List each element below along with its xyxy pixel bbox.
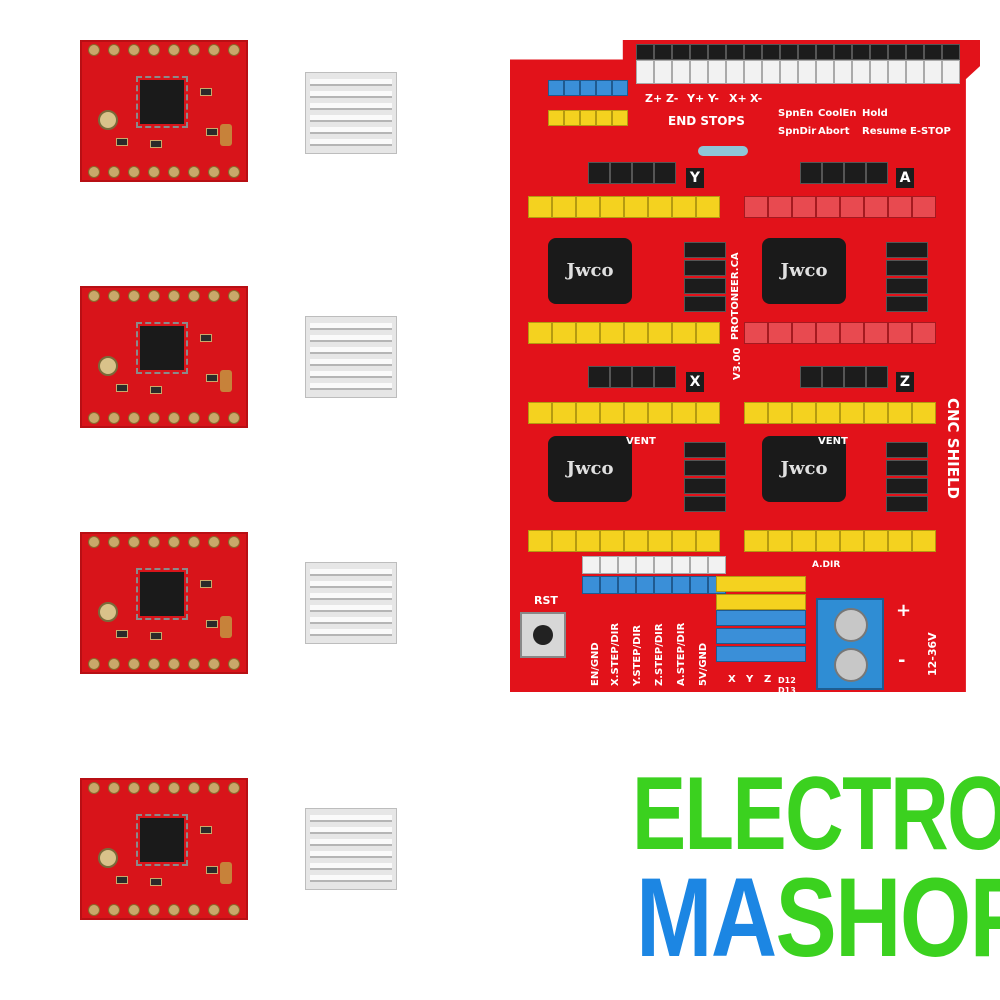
- power-voltage-label: 12-36V: [926, 632, 939, 676]
- control-pin-label: Hold: [862, 108, 888, 119]
- stepper-driver-module: [80, 778, 248, 920]
- endstop-pin-label: X-: [750, 92, 763, 105]
- motor-header-a: [886, 242, 928, 312]
- axis-label-x: X: [686, 372, 704, 392]
- maker-label: PROTONEER.CA: [730, 252, 741, 340]
- io-pin-label: EN/GND: [590, 642, 601, 686]
- potentiometer: [98, 356, 118, 376]
- driver-chip: [136, 322, 188, 374]
- driver-socket-z-bottom: [744, 530, 936, 552]
- stepper-driver-module: [80, 40, 248, 182]
- driver-socket-a-top: [744, 196, 936, 218]
- io-pin-label: Z.STEP/DIR: [654, 623, 665, 686]
- microstep-jumpers-z: [800, 366, 888, 388]
- potentiometer: [98, 110, 118, 130]
- endstops-label: END STOPS: [668, 114, 745, 128]
- io-pin-label: A.STEP/DIR: [676, 622, 687, 686]
- power-screw-terminal[interactable]: [816, 598, 884, 690]
- endstop-pin-label: Y+: [687, 92, 705, 105]
- microstep-jumpers-x: [588, 366, 676, 388]
- axis-select-label: Y: [746, 674, 754, 685]
- capacitor-vent-label: VENT: [818, 436, 848, 447]
- io-header-blue: [582, 576, 726, 594]
- driver-chip: [136, 814, 188, 866]
- control-pin-label: E-STOP: [910, 126, 951, 137]
- logo-electro: ELECTRO: [632, 756, 1000, 872]
- driver-socket-a-bottom: [744, 322, 936, 344]
- axis-select-label: D13: [778, 686, 796, 695]
- heatsink: [305, 562, 397, 644]
- driver-socket-y-bottom: [528, 322, 720, 344]
- driver-socket-x-top: [528, 402, 720, 424]
- io-pin-label: 5V/GND: [698, 642, 709, 686]
- axis-select-label: Z: [764, 674, 772, 685]
- motor-header-y: [684, 242, 726, 312]
- motor-header-x: [684, 442, 726, 512]
- heatsink: [305, 316, 397, 398]
- i2c-header-yellow: [548, 110, 628, 126]
- a-axis-clone-jumpers-yellow: [716, 576, 806, 610]
- control-pin-label: Resume: [862, 126, 907, 137]
- control-pin-label: CoolEn: [818, 108, 857, 119]
- control-pin-label: SpnDir: [778, 126, 817, 137]
- io-pin-label: Y.STEP/DIR: [632, 625, 643, 686]
- logo-shop: SHOP: [775, 855, 1000, 980]
- control-pin-label: SpnEn: [778, 108, 814, 119]
- capacitor-vent-label: VENT: [626, 436, 656, 447]
- resistor: [698, 146, 748, 156]
- logo-ma: MA: [636, 855, 777, 980]
- axis-label-a: A: [896, 168, 914, 188]
- control-pin-label: Abort: [818, 126, 850, 137]
- a-dir-label: A.DIR: [812, 560, 841, 570]
- logo-second-line: MASHOP: [636, 862, 1000, 974]
- motor-header-z: [886, 442, 928, 512]
- endstop-pin-label: Z-: [666, 92, 679, 105]
- reset-label: RST: [534, 594, 558, 607]
- version-label: V3.00: [732, 347, 743, 380]
- heatsink: [305, 808, 397, 890]
- axis-label-z: Z: [896, 372, 914, 392]
- io-header-white: [582, 556, 726, 574]
- top-pin-header: [636, 44, 960, 60]
- electrolytic-capacitor: Jwco: [762, 238, 846, 304]
- electrolytic-capacitor: Jwco: [762, 436, 846, 502]
- microstep-jumpers-y: [588, 162, 676, 184]
- screw-icon: [834, 648, 868, 682]
- driver-socket-y-top: [528, 196, 720, 218]
- driver-socket-z-top: [744, 402, 936, 424]
- driver-chip: [136, 568, 188, 620]
- power-minus-label: -: [898, 650, 906, 671]
- stepper-driver-module: [80, 532, 248, 674]
- microstep-jumpers-a: [800, 162, 888, 184]
- endstop-pin-label: Y-: [708, 92, 719, 105]
- axis-label-y: Y: [686, 168, 704, 188]
- power-plus-label: +: [896, 600, 912, 621]
- potentiometer: [98, 602, 118, 622]
- endstop-pin-label: X+: [729, 92, 747, 105]
- reset-button[interactable]: [520, 612, 566, 658]
- driver-socket-x-bottom: [528, 530, 720, 552]
- electrolytic-capacitor: Jwco: [548, 238, 632, 304]
- axis-select-label: X: [728, 674, 736, 685]
- endstop-header: [636, 60, 960, 84]
- axis-select-label: D12: [778, 676, 796, 685]
- electrolytic-capacitor: Jwco: [548, 436, 632, 502]
- endstop-pin-label: Z+: [645, 92, 663, 105]
- a-axis-clone-jumpers-blue: [716, 610, 806, 662]
- board-title: CNC SHIELD: [944, 398, 962, 499]
- potentiometer: [98, 848, 118, 868]
- i2c-header-blue: [548, 80, 628, 96]
- heatsink: [305, 72, 397, 154]
- stepper-driver-module: [80, 286, 248, 428]
- driver-chip: [136, 76, 188, 128]
- io-pin-label: X.STEP/DIR: [610, 622, 621, 686]
- screw-icon: [834, 608, 868, 642]
